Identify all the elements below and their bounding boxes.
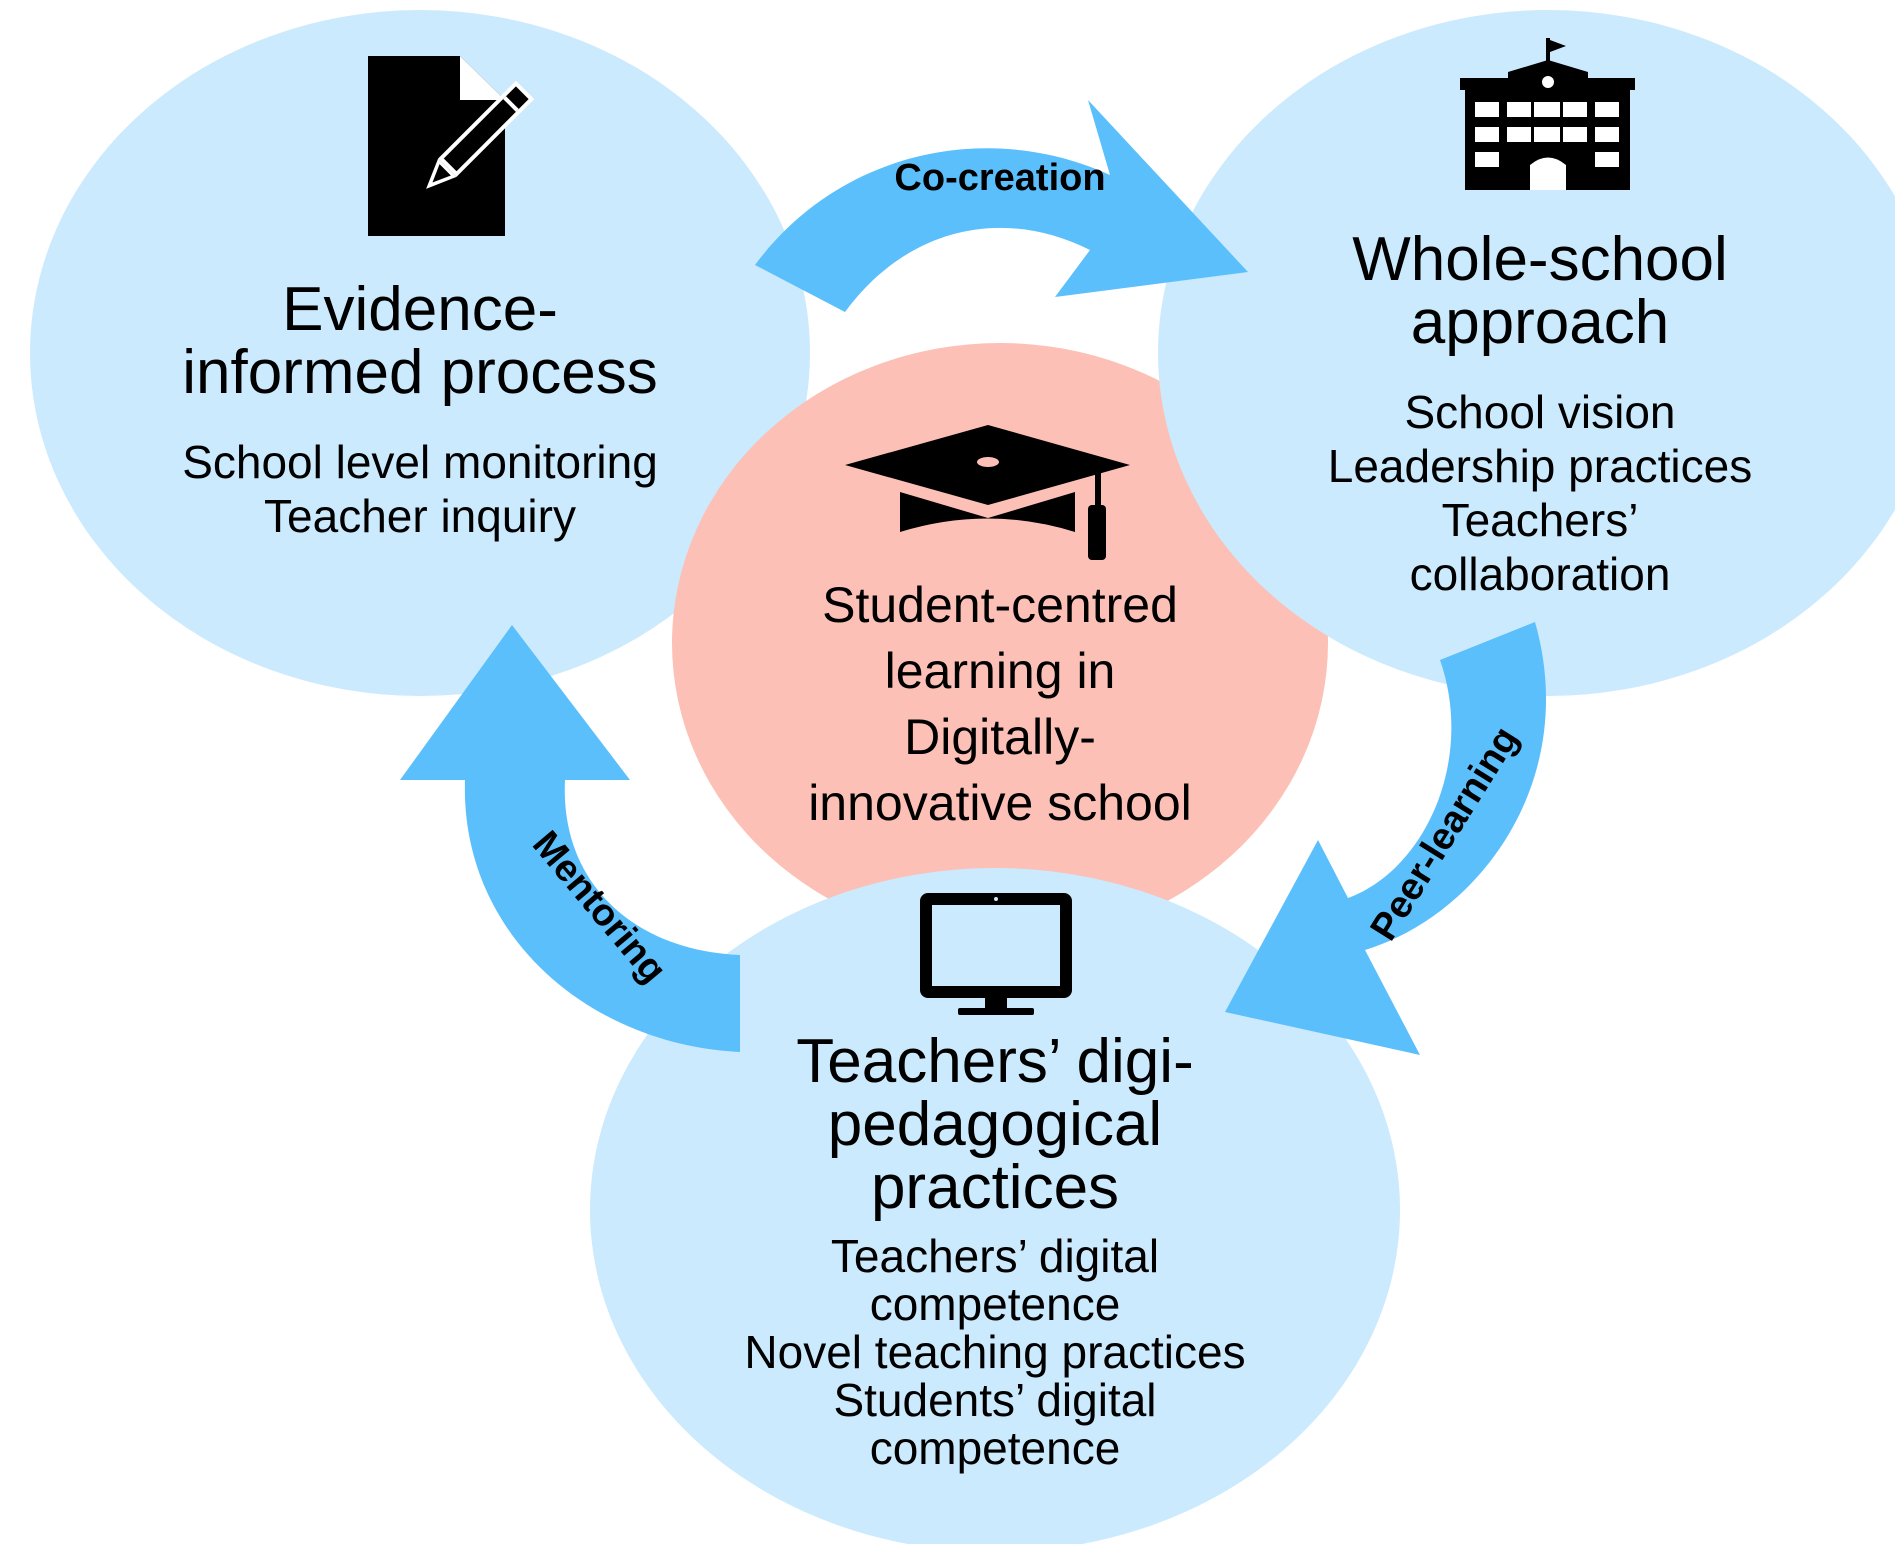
graduation-cap-icon <box>845 425 1130 560</box>
whole-school-item-2: Leadership practices <box>1328 440 1752 492</box>
whole-school-title-line-1: Whole-school <box>1352 225 1728 294</box>
school-building-icon <box>1460 38 1635 190</box>
center-line-4: innovative school <box>808 775 1192 831</box>
evidence-title-line-2: informed process <box>182 338 658 407</box>
whole-school-item-3: Teachers’ <box>1442 494 1639 546</box>
evidence-node-circle <box>30 10 810 696</box>
evidence-title-line-1: Evidence- <box>282 275 558 344</box>
teachers-item-2: competence <box>870 1278 1121 1330</box>
teachers-title-line-1: Teachers’ digi- <box>796 1027 1193 1096</box>
evidence-item-2: Teacher inquiry <box>264 490 576 542</box>
teachers-node-circle <box>590 868 1400 1544</box>
teachers-title-line-3: practices <box>871 1153 1119 1222</box>
teachers-item-4: Students’ digital <box>833 1374 1156 1426</box>
co-creation-label: Co-creation <box>894 157 1105 199</box>
whole-school-item-1: School vision <box>1404 386 1675 438</box>
center-line-3: Digitally- <box>904 709 1096 765</box>
center-line-2: learning in <box>885 643 1116 699</box>
teachers-item-5: competence <box>870 1422 1121 1474</box>
teachers-item-3: Novel teaching practices <box>744 1326 1245 1378</box>
center-node-circle <box>672 343 1328 943</box>
whole-school-node-circle <box>1158 10 1895 696</box>
monitor-icon <box>920 893 1072 1015</box>
mentoring-arrow <box>400 625 740 1052</box>
peer-learning-arrow <box>1225 622 1547 1055</box>
document-pencil-icon <box>368 56 535 236</box>
co-creation-arrow <box>755 100 1248 312</box>
center-line-1: Student-centred <box>822 577 1178 633</box>
evidence-item-1: School level monitoring <box>182 436 658 488</box>
teachers-title-line-2: pedagogical <box>828 1090 1162 1159</box>
teachers-item-1: Teachers’ digital <box>831 1230 1159 1282</box>
whole-school-item-4: collaboration <box>1410 548 1671 600</box>
whole-school-title-line-2: approach <box>1411 288 1670 357</box>
